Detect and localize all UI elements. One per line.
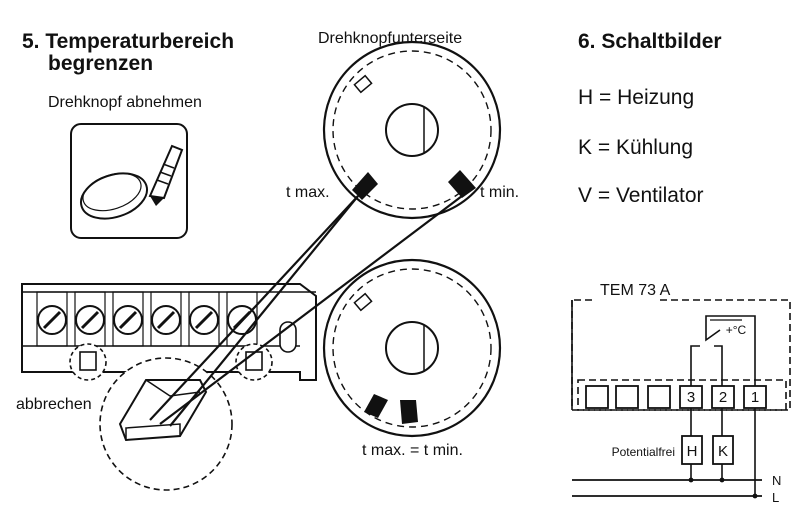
section6-title: 6. Schaltbilder — [578, 30, 722, 53]
terminal-2-label: 2 — [719, 389, 727, 406]
knob-underside-bottom — [322, 258, 502, 438]
screw-slot — [118, 310, 138, 330]
tmin-stop-marker — [448, 170, 476, 198]
line-l-label: L — [772, 490, 779, 505]
load-heating — [681, 435, 703, 465]
terminal-cell — [112, 291, 144, 347]
legend-cooling: K = Kühlung — [578, 136, 694, 159]
terminal-cell — [150, 291, 182, 347]
knob-underside-label: Drehknopfunterseite — [318, 30, 463, 47]
terminal-2 — [711, 385, 735, 409]
tmax-stop-marker-moved — [364, 394, 388, 418]
tmax-eq-tmin-label: t max. = t min. — [362, 442, 463, 459]
legend-fan: V = Ventilator — [578, 184, 704, 207]
break-off-label: abbrechen — [16, 396, 92, 413]
knob-underside-top — [322, 40, 502, 220]
terminal-cell — [188, 291, 220, 347]
device-label: TEM 73 A — [600, 282, 671, 299]
tmin-stop-marker-moved — [400, 400, 418, 424]
temp-symbol: +°C — [726, 323, 747, 337]
terminal-3-label: 3 — [687, 389, 695, 406]
line-n-label: N — [772, 473, 781, 488]
legend-heating: H = Heizung — [578, 86, 695, 109]
leader-lines — [149, 195, 463, 427]
load-k-label: K — [718, 443, 728, 460]
supply-lines — [572, 479, 762, 497]
knob-remove-label: Drehknopf abnehmen — [48, 94, 202, 111]
tmax-label: t max. — [286, 184, 330, 201]
tmin-label: t min. — [480, 184, 520, 201]
section5-title-line1: 5. Temperaturbereich — [22, 30, 235, 53]
load-h-label: H — [687, 443, 698, 460]
screw-slot — [156, 310, 176, 330]
screw-slot — [80, 310, 100, 330]
tmax-stop-marker — [352, 172, 378, 200]
screw-slot — [194, 310, 214, 330]
screw-slot — [42, 310, 62, 330]
break-off-detail — [99, 357, 233, 491]
wiring-diagram: 3 2 1 H K +°C Potentialfrei N L — [571, 299, 791, 505]
potential-free-label: Potentialfrei — [612, 445, 675, 459]
terminal-cell — [36, 291, 68, 347]
knob-removal-icon — [70, 123, 188, 239]
section5-title-line2: begrenzen — [48, 52, 154, 75]
terminal-1-label: 1 — [751, 389, 759, 406]
load-cooling — [712, 435, 734, 465]
